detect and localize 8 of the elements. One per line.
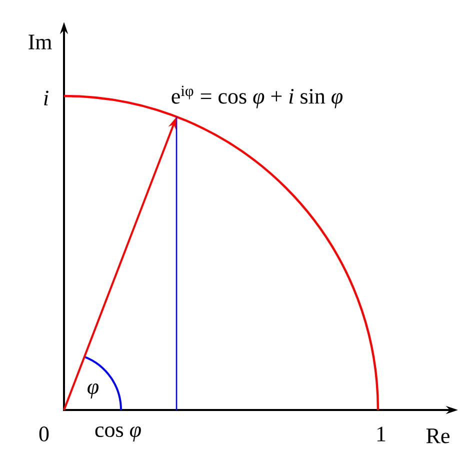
angle-label: φ	[88, 383, 98, 399]
formula: e$^{iφ}$ = cos φ + i sin φ	[172, 86, 342, 108]
tick-label: i	[44, 90, 48, 106]
tick-label: 1	[377, 426, 386, 442]
tick-label: cos φ	[95, 426, 141, 442]
axis-label: Im	[28, 34, 52, 50]
axis-label: Re	[426, 428, 450, 444]
tick-label: 0	[39, 426, 49, 442]
